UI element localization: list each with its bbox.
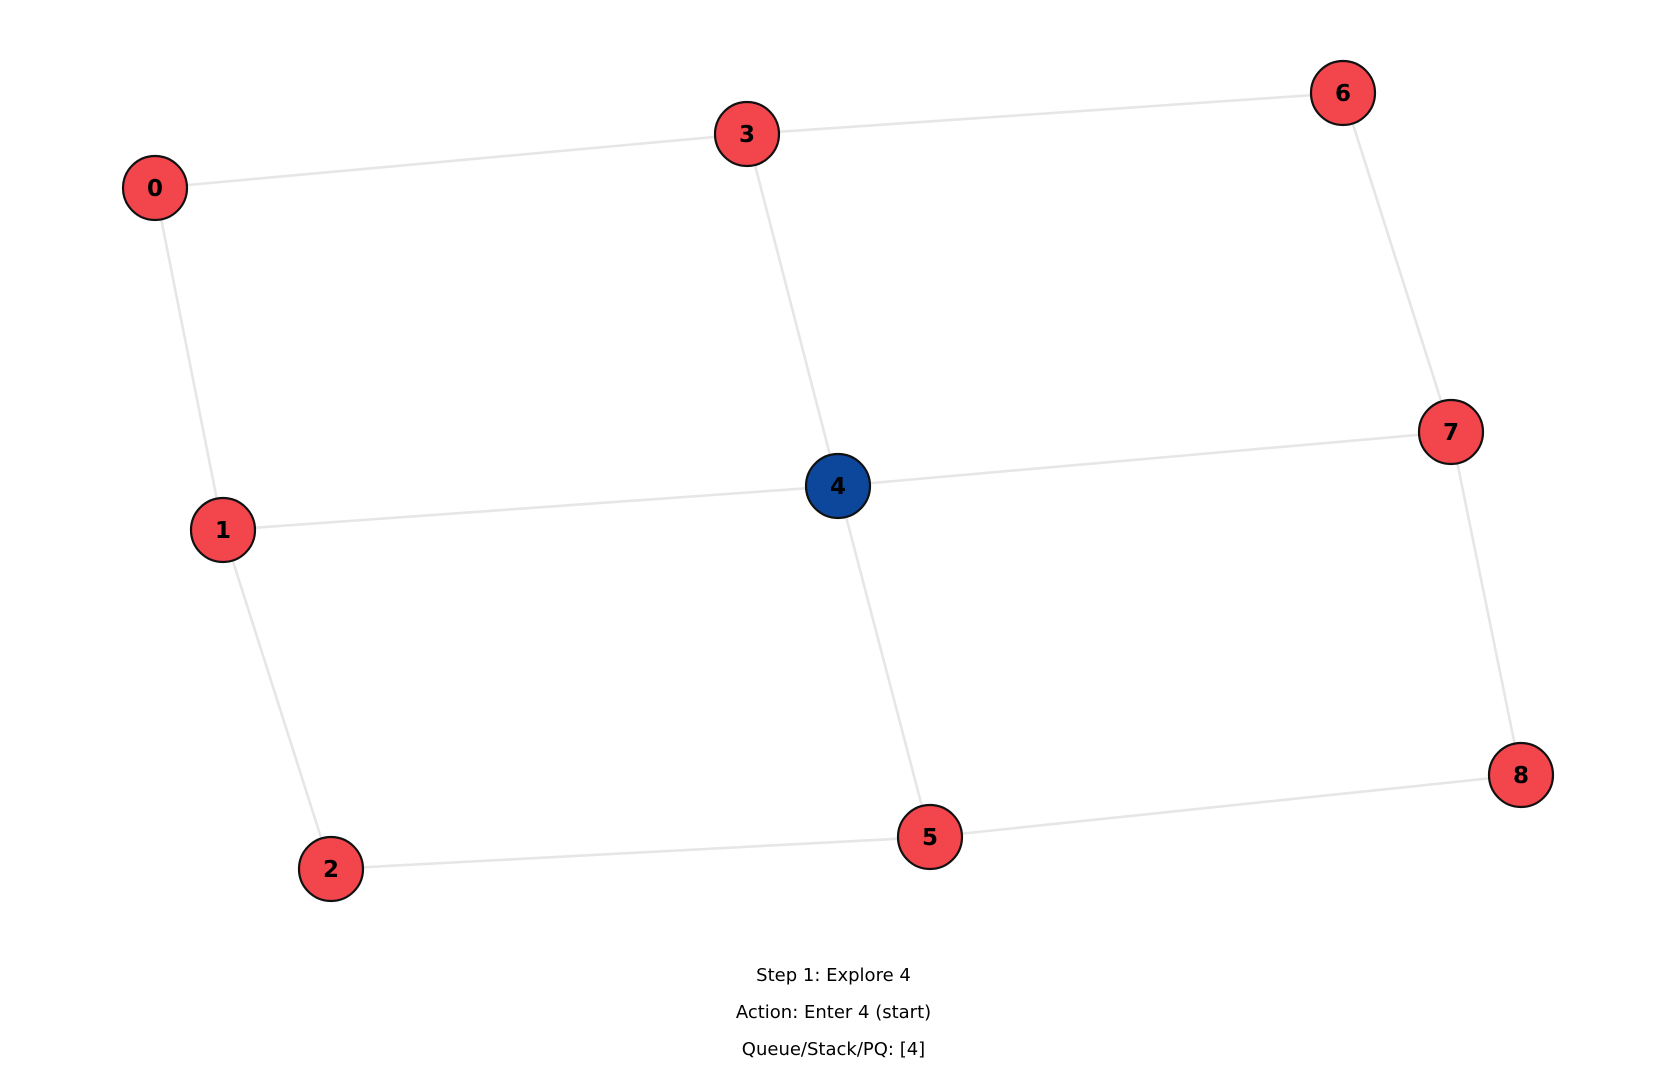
edge-0-3 bbox=[154, 132, 748, 190]
node-5-circle bbox=[896, 803, 964, 871]
step-caption: Step 1: Explore 4 bbox=[756, 965, 911, 986]
node-3-label: 3 bbox=[739, 122, 755, 148]
node-3-circle bbox=[713, 100, 781, 168]
edge-4-7 bbox=[837, 430, 1452, 488]
node-6-label: 6 bbox=[1335, 81, 1351, 107]
node-8-label: 8 bbox=[1513, 763, 1529, 789]
node-1-label: 1 bbox=[215, 518, 231, 544]
node-5-label: 5 bbox=[922, 825, 938, 851]
edge-3-4 bbox=[745, 133, 840, 487]
edge-4-5 bbox=[836, 485, 932, 838]
node-8-circle bbox=[1487, 741, 1555, 809]
node-2-circle bbox=[297, 835, 365, 903]
edge-1-2 bbox=[221, 529, 333, 870]
edge-0-1 bbox=[153, 187, 225, 531]
queue-caption: Queue/Stack/PQ: [4] bbox=[741, 1039, 926, 1060]
action-caption: Action: Enter 4 (start) bbox=[735, 1002, 932, 1023]
node-1-circle bbox=[189, 496, 257, 564]
node-4: 4 bbox=[804, 452, 872, 520]
edge-5-8 bbox=[929, 773, 1522, 839]
node-8: 8 bbox=[1487, 741, 1555, 809]
node-7-label: 7 bbox=[1443, 420, 1459, 446]
node-5: 5 bbox=[896, 803, 964, 871]
node-0-label: 0 bbox=[147, 176, 163, 202]
edge-1-4 bbox=[222, 484, 839, 532]
node-0-circle bbox=[121, 154, 189, 222]
node-7: 7 bbox=[1417, 398, 1485, 466]
edge-7-8 bbox=[1449, 431, 1523, 776]
edge-2-5 bbox=[330, 835, 931, 871]
edge-6-7 bbox=[1341, 92, 1453, 433]
node-0: 0 bbox=[121, 154, 189, 222]
edge-3-6 bbox=[746, 91, 1344, 136]
nodes-layer: 0 1 2 3 4 5 6 7 8 bbox=[121, 59, 1555, 903]
node-2-label: 2 bbox=[323, 857, 339, 883]
node-1: 1 bbox=[189, 496, 257, 564]
node-3: 3 bbox=[713, 100, 781, 168]
node-6-circle bbox=[1309, 59, 1377, 127]
edges-layer bbox=[153, 91, 1523, 871]
node-7-circle bbox=[1417, 398, 1485, 466]
node-2: 2 bbox=[297, 835, 365, 903]
node-4-label: 4 bbox=[830, 474, 846, 500]
node-6: 6 bbox=[1309, 59, 1377, 127]
node-4-circle bbox=[804, 452, 872, 520]
